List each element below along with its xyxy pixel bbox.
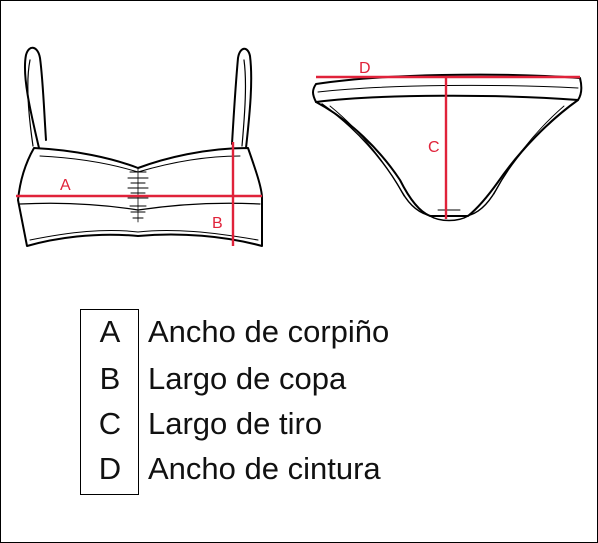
top-measurements: A B: [16, 142, 262, 246]
legend-text-d: Ancho de cintura: [148, 451, 381, 486]
legend-letter-b: B: [99, 361, 121, 396]
legend-letter-d: D: [98, 451, 122, 486]
legend-letter-a: A: [99, 314, 121, 349]
label-d: D: [359, 60, 371, 77]
label-b: B: [212, 215, 223, 232]
right-strap: [231, 47, 253, 149]
label-c: C: [428, 139, 440, 156]
center-gathers: [127, 167, 149, 223]
legend-text-b: Largo de copa: [148, 361, 347, 396]
bottom-measurements: D C: [316, 60, 580, 219]
bikini-bottom-illustration: [312, 73, 583, 222]
bikini-top-illustration: [17, 46, 263, 247]
legend-letter-c: C: [98, 406, 122, 441]
legend-letter-box: [80, 309, 139, 495]
legend-text-a: Ancho de corpiño: [148, 314, 390, 349]
legend-text-c: Largo de tiro: [148, 406, 323, 441]
label-a: A: [60, 177, 71, 194]
